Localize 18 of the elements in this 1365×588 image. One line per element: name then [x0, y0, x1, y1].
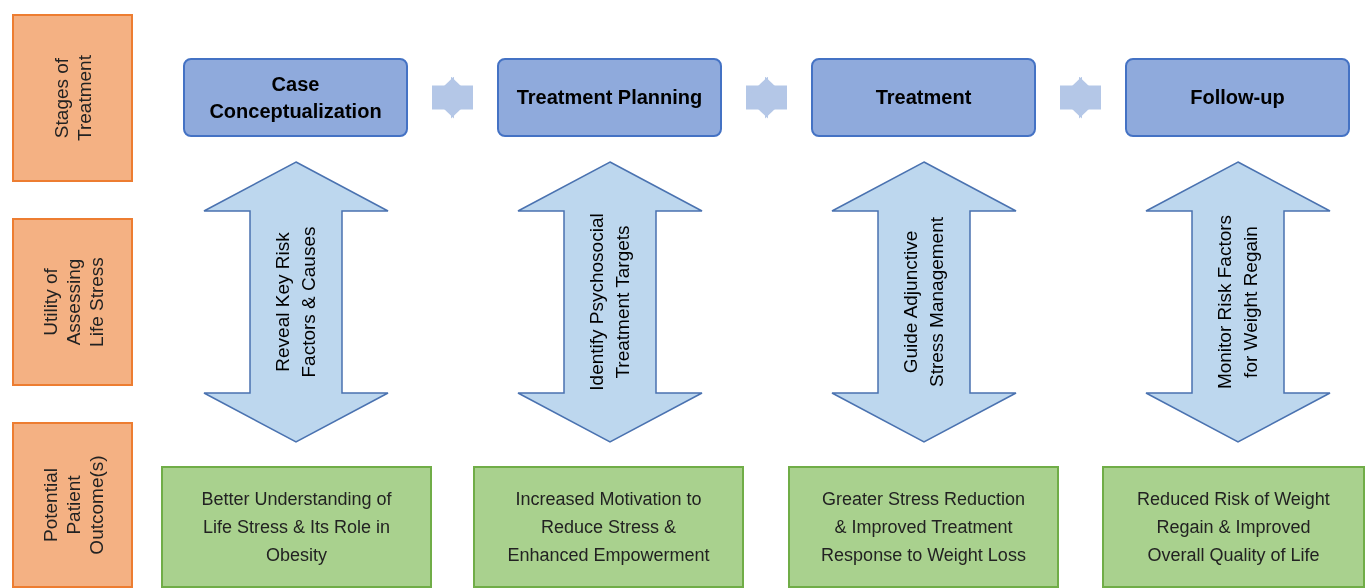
row-label-box: Stages of Treatment — [12, 14, 133, 182]
double-arrow — [1060, 76, 1101, 119]
row-label-box: Potential Patient Outcome(s) — [12, 422, 133, 588]
stage-box: Case Conceptualization — [183, 58, 408, 137]
outcome-box: Greater Stress Reduction & Improved Treatment Response to Weight Loss — [788, 466, 1059, 588]
stage-box: Treatment — [811, 58, 1036, 137]
row-label-box: Utility of Assessing Life Stress — [12, 218, 133, 386]
outcome-box: Better Understanding of Life Stress & Its Role in Obesity — [161, 466, 432, 588]
double-arrow-shape: Monitor Risk Factors for Weight Regain — [1145, 161, 1331, 443]
outcome-box: Reduced Risk of Weight Regain & Improved Overall Quality of Life — [1102, 466, 1365, 588]
double-arrow — [432, 76, 473, 119]
double-arrow-shape: Identify Psychosocial Treatment Targets — [517, 161, 703, 443]
outcome-box: Increased Motivation to Reduce Stress & Enhanced Empowerment — [473, 466, 744, 588]
double-arrow-shape: Reveal Key Risk Factors & Causes — [203, 161, 389, 443]
stage-box: Treatment Planning — [497, 58, 722, 137]
stage-box: Follow-up — [1125, 58, 1350, 137]
double-arrow — [746, 76, 787, 119]
double-arrow-shape: Guide Adjunctive Stress Management — [831, 161, 1017, 443]
